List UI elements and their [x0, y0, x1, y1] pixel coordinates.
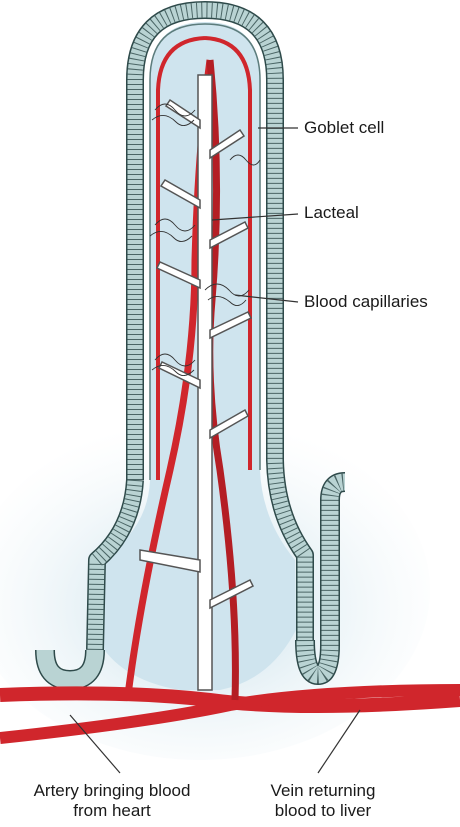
- label-artery-line2: from heart: [8, 801, 216, 821]
- label-lacteal: Lacteal: [304, 203, 359, 223]
- label-artery: Artery bringing blood from heart: [8, 781, 216, 821]
- label-blood-capillaries: Blood capillaries: [304, 292, 428, 312]
- label-vein-line1: Vein returning: [248, 781, 398, 801]
- label-vein: Vein returning blood to liver: [248, 781, 398, 821]
- label-goblet-cell: Goblet cell: [304, 118, 384, 138]
- label-vein-line2: blood to liver: [248, 801, 398, 821]
- label-artery-line1: Artery bringing blood: [8, 781, 216, 801]
